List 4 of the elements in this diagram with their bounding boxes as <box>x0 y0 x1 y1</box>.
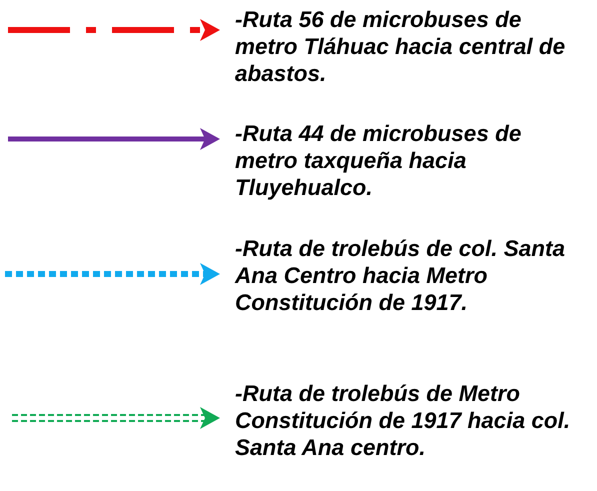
legend-text: -Ruta 56 de microbuses de metro Tláhuac hacia central de abastos. <box>235 6 566 87</box>
legend-text: -Ruta de trolebús de Metro Constitución de 1917 hacia col. Santa Ana centro. <box>235 380 572 461</box>
legend-text: -Ruta de trolebús de col. Santa Ana Centro hacia Metro Constitución de 1917. <box>235 235 566 316</box>
legend-text: -Ruta 44 de microbuses de metro taxqueña hacia Tluyehualco. <box>235 120 522 201</box>
